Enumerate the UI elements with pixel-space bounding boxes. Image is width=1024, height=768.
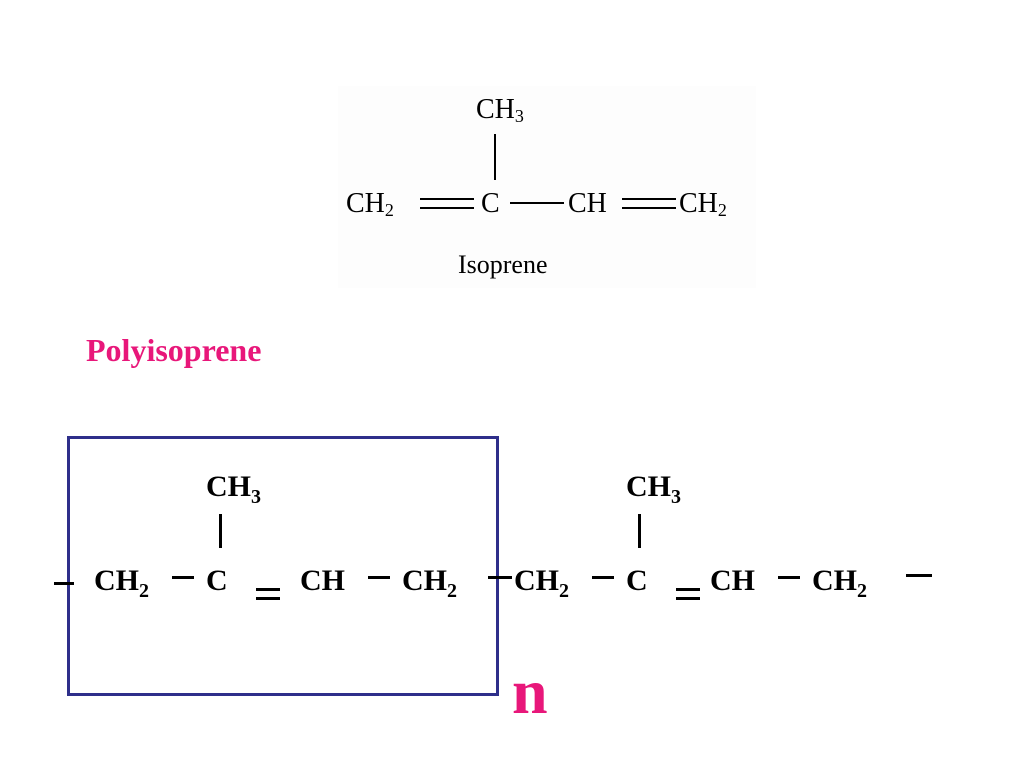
chain-atom-ch2-3: CH2 xyxy=(514,564,569,602)
isoprene-atom-ch: CH xyxy=(568,188,607,219)
chain-double-bond-1b xyxy=(256,597,280,600)
chain-atom-ch-2: CH xyxy=(710,564,755,597)
chain-atom-ch2-1: CH2 xyxy=(94,564,149,602)
methyl-group-2: CH3 xyxy=(626,470,681,508)
chain-atom-ch-1: CH xyxy=(300,564,345,597)
isoprene-single-bond xyxy=(510,202,564,204)
chain-end-bond-right xyxy=(906,574,932,577)
methyl-bond-2 xyxy=(638,514,641,548)
isoprene-atom-ch2-left: CH2 xyxy=(346,188,394,220)
chain-bond-5 xyxy=(778,576,800,579)
isoprene-methyl: CH3 xyxy=(476,94,524,126)
isoprene-atom-c: C xyxy=(481,188,500,219)
isoprene-figure xyxy=(338,86,756,288)
isoprene-atom-ch2-right: CH2 xyxy=(679,188,727,220)
isoprene-double-bond-1b xyxy=(420,207,474,209)
chain-atom-c-2: C xyxy=(626,564,648,597)
chain-bond-2 xyxy=(368,576,390,579)
repeat-unit-box xyxy=(67,436,499,696)
methyl-group-1: CH3 xyxy=(206,470,261,508)
isoprene-double-bond-1a xyxy=(420,198,474,200)
polyisoprene-title: Polyisoprene xyxy=(86,332,262,368)
chain-atom-c-1: C xyxy=(206,564,228,597)
chain-end-bond-left xyxy=(54,582,74,585)
isoprene-double-bond-2b xyxy=(622,207,676,209)
repeat-count-label: n xyxy=(512,656,548,727)
chain-bond-1 xyxy=(172,576,194,579)
chain-double-bond-1a xyxy=(256,588,280,591)
isoprene-double-bond-2a xyxy=(622,198,676,200)
methyl-bond-1 xyxy=(219,514,222,548)
chain-atom-ch2-4: CH2 xyxy=(812,564,867,602)
chain-double-bond-2a xyxy=(676,588,700,591)
chain-bond-3 xyxy=(488,576,512,579)
chain-double-bond-2b xyxy=(676,597,700,600)
isoprene-single-bond-vertical xyxy=(494,134,496,180)
chain-bond-4 xyxy=(592,576,614,579)
isoprene-caption: Isoprene xyxy=(458,250,548,279)
chain-atom-ch2-2: CH2 xyxy=(402,564,457,602)
